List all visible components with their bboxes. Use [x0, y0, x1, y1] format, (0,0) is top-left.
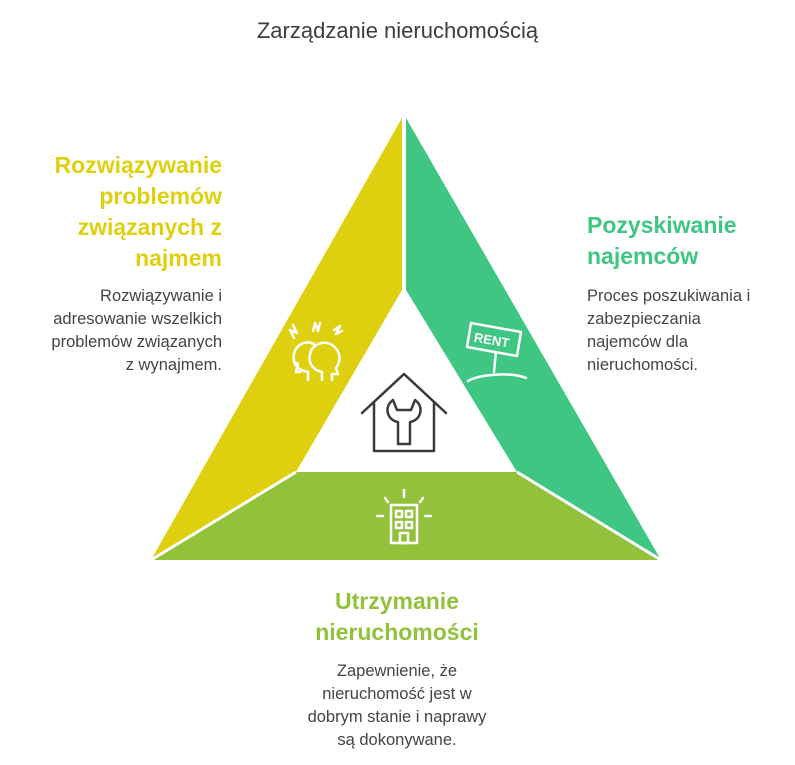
stressed-people-icon: [288, 321, 344, 382]
rent-sign-text: RENT: [473, 330, 511, 351]
left-segment: [151, 118, 402, 560]
bottom-heading: Utrzymanie nieruchomości: [315, 588, 479, 645]
bottom-description: Zapewnienie, że nieruchomość jest w dobr…: [307, 662, 487, 749]
diagram-title: Zarządzanie nieruchomością: [256, 18, 539, 43]
right-heading: Pozyskiwanie najemców: [587, 212, 737, 269]
left-heading: Rozwiązywanie problemów związanych z naj…: [54, 152, 222, 271]
right-description: Proces poszukiwania i zabezpieczania naj…: [587, 287, 751, 374]
house-wrench-icon: [360, 372, 448, 453]
building-icon: [375, 488, 433, 545]
rent-sign-icon: RENT: [465, 321, 528, 383]
left-description: Rozwiązywanie i adresowanie wszelkich pr…: [51, 287, 222, 374]
right-segment: [406, 118, 661, 560]
